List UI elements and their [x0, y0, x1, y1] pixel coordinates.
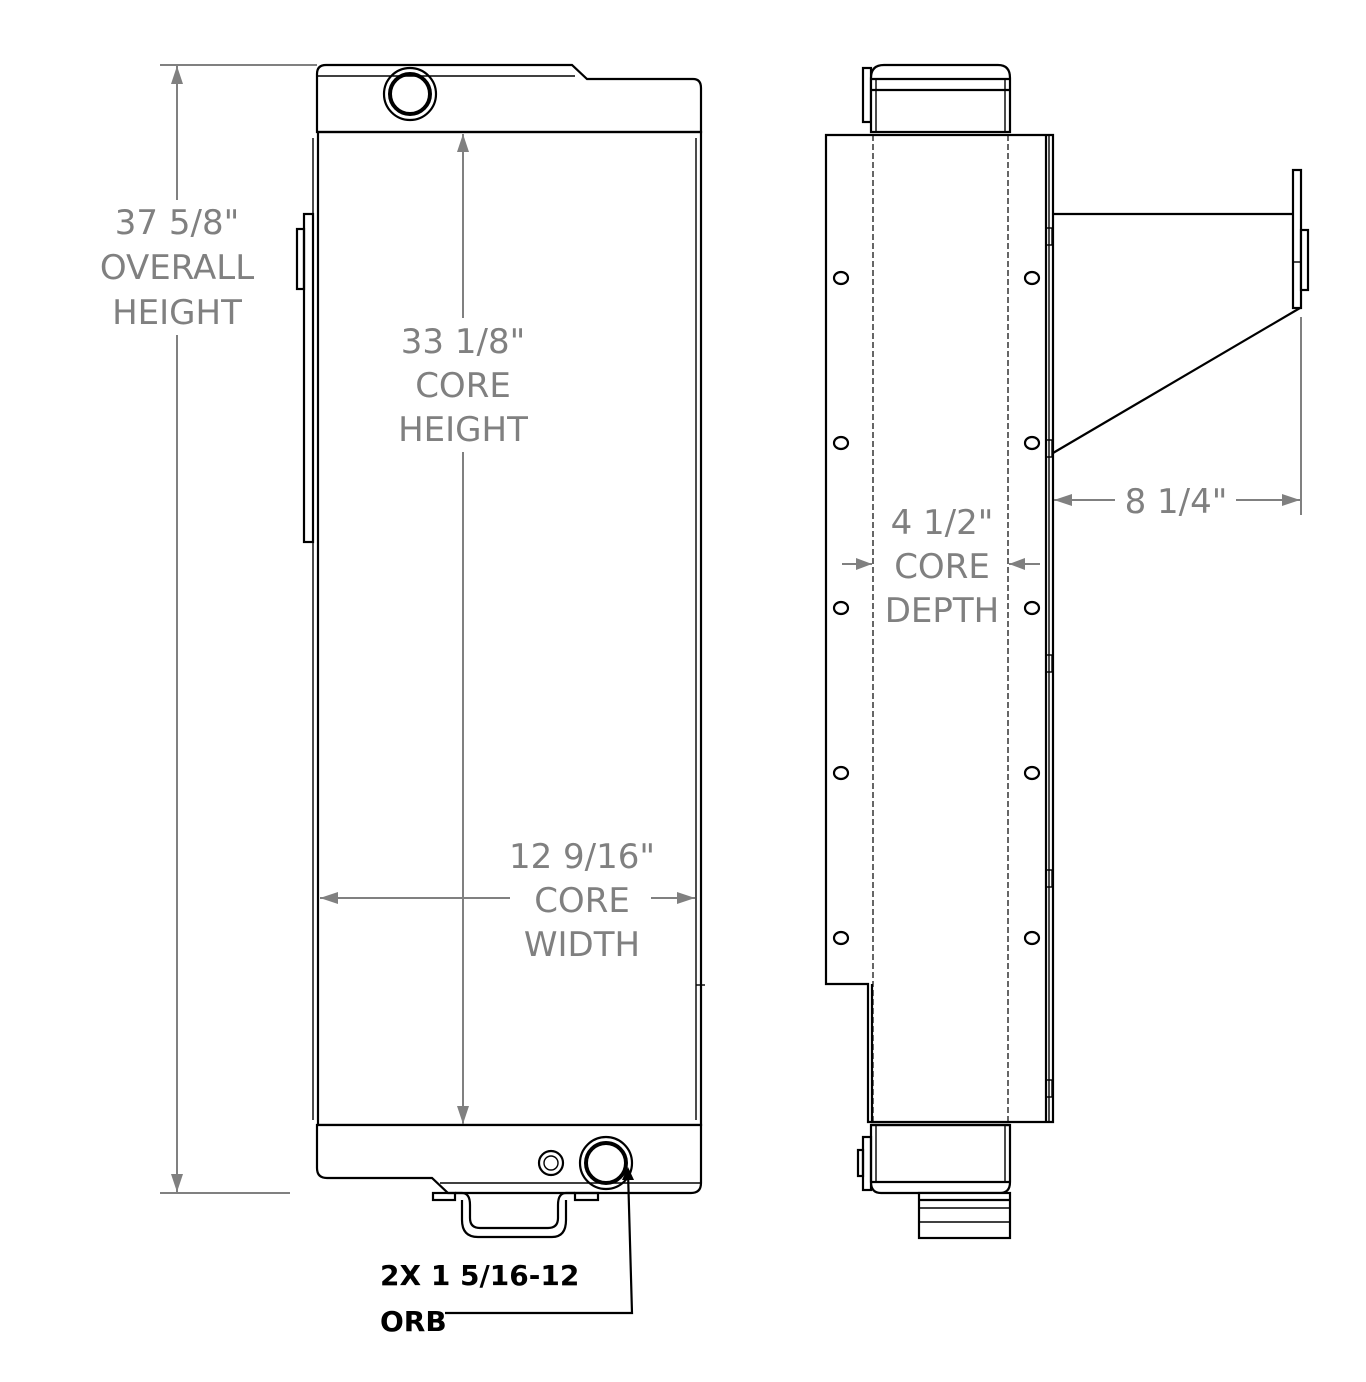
- side-bottom-tank: [856, 1123, 1012, 1240]
- left-side-bracket: [295, 212, 315, 544]
- side-top-tank: [861, 63, 1012, 134]
- front-view: [295, 63, 705, 1239]
- overall-height-label-1: OVERALL: [100, 248, 254, 288]
- mounting-foot: [431, 1191, 600, 1239]
- core-height-label-1: CORE: [415, 366, 511, 406]
- core-width-label-1: CORE: [534, 881, 630, 921]
- callout-line-1: 2X 1 5/16-12: [380, 1259, 579, 1292]
- side-view: [824, 63, 1310, 1240]
- top-inlet-port-icon: [382, 66, 438, 122]
- bottom-outlet-port-icon: [578, 1135, 634, 1191]
- bracket-offset-dimension: 8 1/4": [1054, 317, 1302, 522]
- overall-height-label-2: HEIGHT: [112, 293, 242, 333]
- overall-height-value: 37 5/8": [115, 203, 239, 243]
- core-width-value: 12 9/16": [509, 837, 655, 877]
- side-mount-bracket: [1052, 168, 1310, 454]
- core-depth-label-1: CORE: [894, 547, 990, 587]
- side-frame: [824, 133, 1055, 1124]
- core-height-value: 33 1/8": [401, 322, 525, 362]
- core-height-dimension: 33 1/8" CORE HEIGHT: [398, 134, 528, 1124]
- overall-height-dimension: 37 5/8" OVERALL HEIGHT: [100, 64, 317, 1194]
- core: [316, 130, 703, 1127]
- core-depth-dimension: 4 1/2" CORE DEPTH: [842, 503, 1040, 631]
- port-callout: 2X 1 5/16-12 ORB: [380, 1167, 634, 1338]
- core-width-dimension: 12 9/16" CORE WIDTH: [320, 837, 695, 965]
- callout-line-2: ORB: [380, 1305, 447, 1338]
- mounting-holes: [832, 270, 1041, 946]
- core-depth-label-2: DEPTH: [885, 591, 1000, 631]
- bracket-offset-value: 8 1/4": [1125, 482, 1228, 522]
- drain-port-icon: [537, 1149, 565, 1177]
- top-tank: [315, 63, 703, 134]
- core-height-label-2: HEIGHT: [398, 410, 528, 450]
- core-width-label-2: WIDTH: [524, 925, 640, 965]
- core-depth-value: 4 1/2": [891, 503, 994, 543]
